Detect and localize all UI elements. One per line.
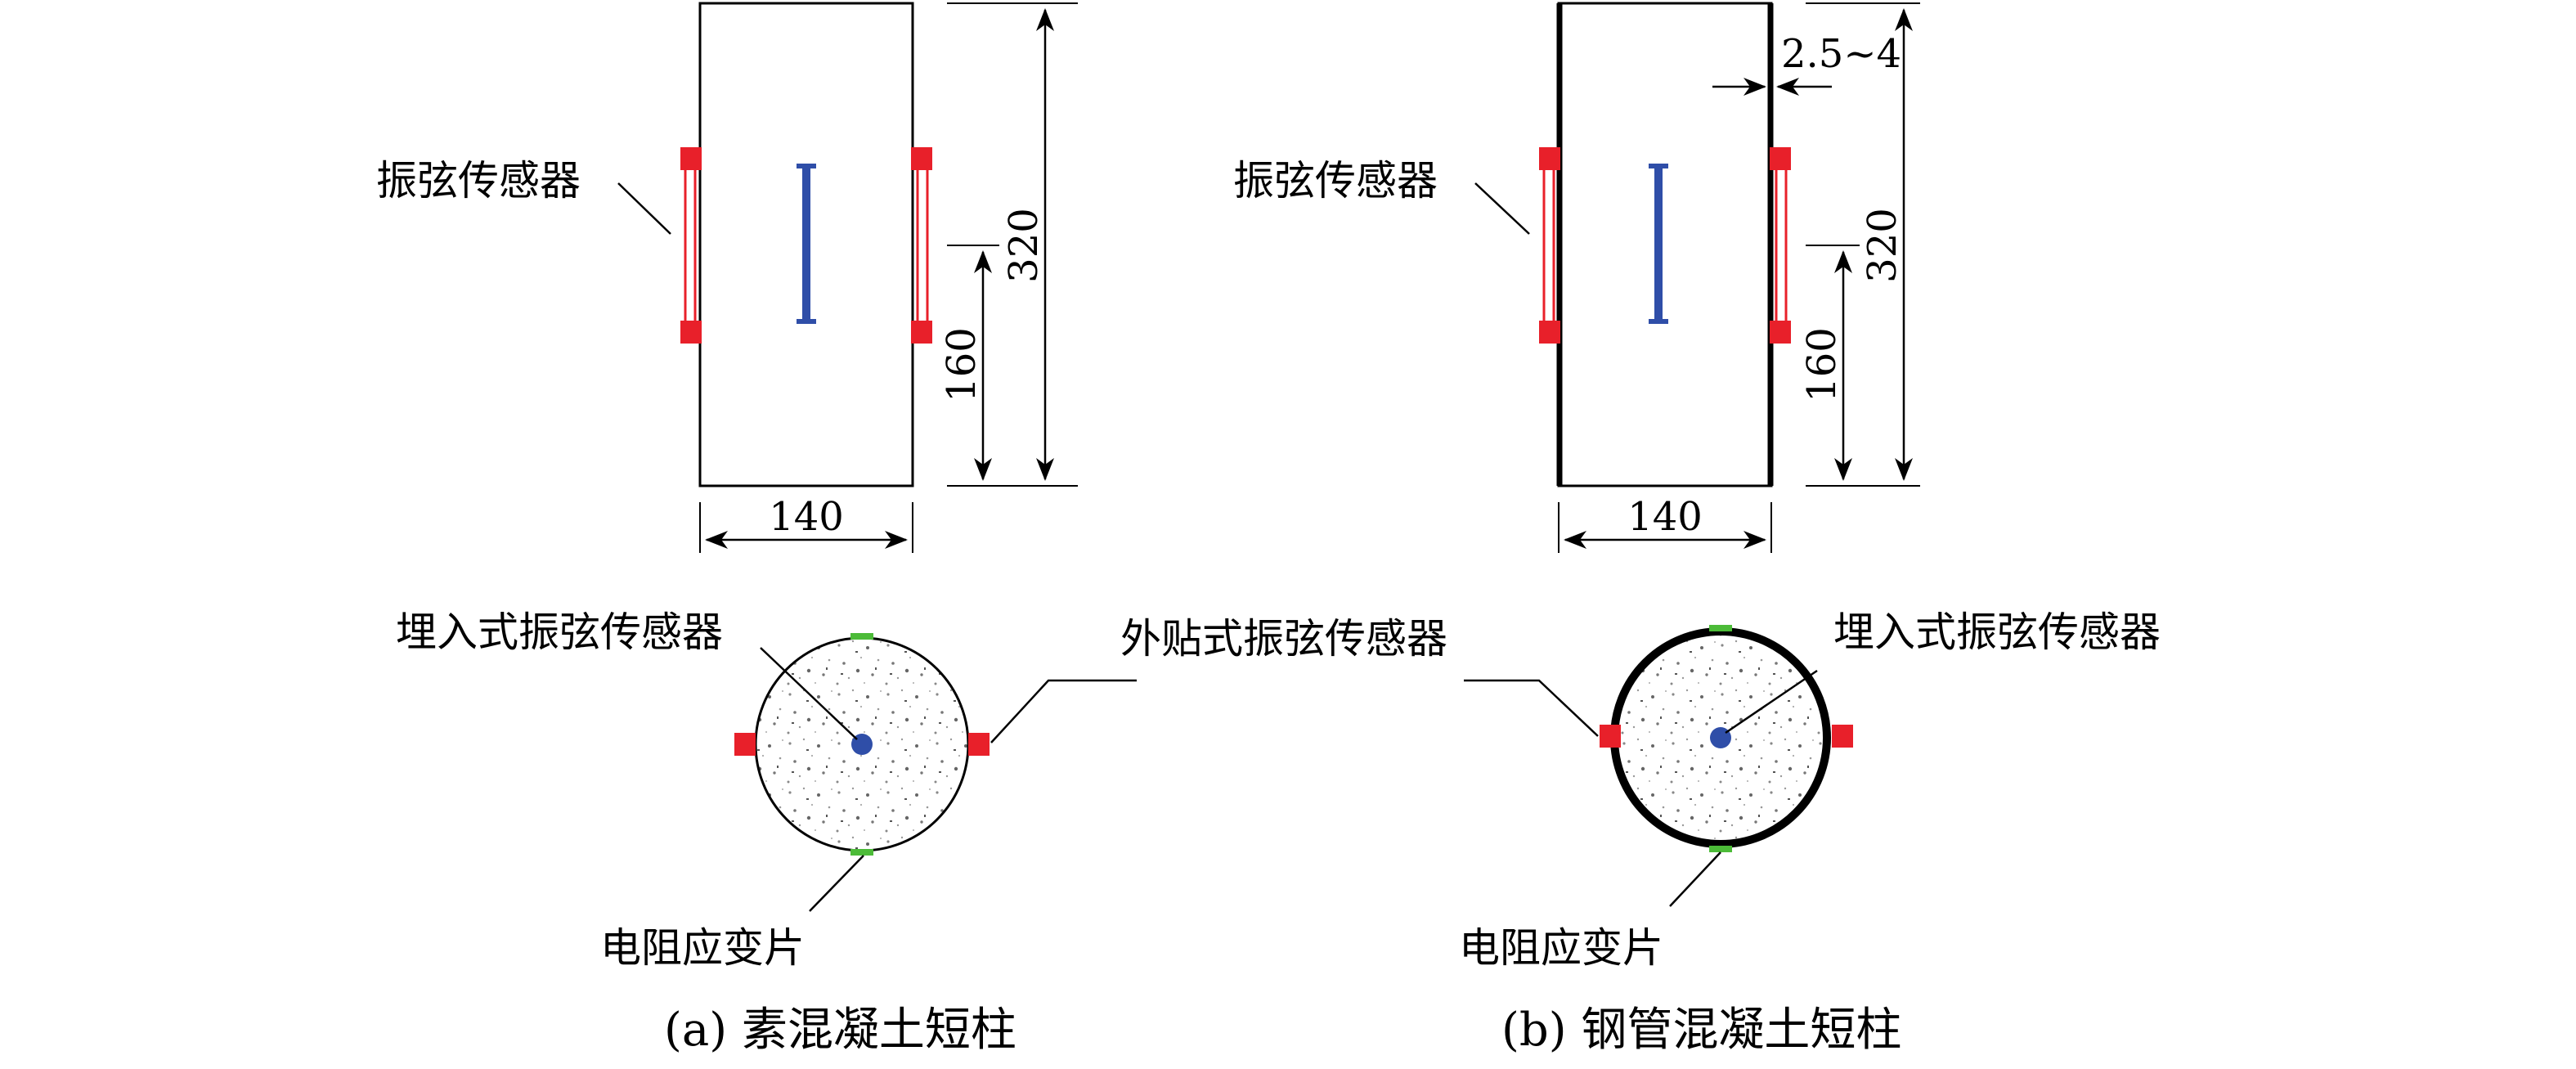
- right-vibrating-wire-sensor: [911, 147, 932, 344]
- height-dimensions-b: 320 160: [1799, 2, 1920, 487]
- label-vibrating-wire-sensor-a: 振弦传感器: [376, 157, 581, 204]
- label-vibrating-wire-sensor-b: 振弦传感器: [1233, 157, 1438, 204]
- dim-width-a: 140: [769, 494, 844, 540]
- left-vibrating-wire-sensor: [680, 147, 702, 344]
- embedded-sensor-elevation: [797, 164, 816, 324]
- label-embedded-sensor-a: 埋入式振弦传感器: [396, 609, 723, 656]
- strain-gauge-top-b: [1709, 625, 1732, 631]
- strain-gauge-bottom-a: [850, 849, 873, 856]
- strain-gauge-bottom-b: [1709, 846, 1732, 852]
- right-vibrating-wire-sensor-b: [1770, 147, 1791, 344]
- dim-wall-thickness: 2.5~4: [1781, 31, 1901, 77]
- plain-column-outline: [698, 2, 914, 487]
- label-embedded-sensor-b: 埋入式振弦传感器: [1833, 609, 2161, 656]
- wall-thickness-dimension: 2.5~4: [1712, 31, 1901, 96]
- width-dimension-a: 140: [699, 494, 913, 553]
- embedded-sensor-elevation-b: [1649, 164, 1668, 324]
- caption-b: (b) 钢管混凝土短柱: [1501, 1004, 1901, 1057]
- external-sensor-left-b: [1600, 725, 1621, 748]
- external-sensor-shared-label: 外贴式振弦传感器: [990, 615, 1599, 743]
- external-sensor-right-b: [1832, 725, 1853, 748]
- external-sensor-left-a: [734, 733, 756, 756]
- width-dimension-b: 140: [1558, 494, 1772, 553]
- dim-height-a: 320: [1001, 208, 1047, 283]
- strain-gauge-top-a: [850, 633, 873, 640]
- panel-b-elevation: 振弦传感器 2.5~4 320 160 140: [1233, 2, 1920, 553]
- steel-tube-column-outline: [1557, 2, 1773, 487]
- caption-a: (a) 素混凝土短柱: [664, 1004, 1016, 1057]
- label-external-sensor: 外贴式振弦传感器: [1120, 615, 1447, 663]
- dim-half-height-a: 160: [939, 327, 985, 402]
- dim-height-b: 320: [1860, 208, 1905, 283]
- external-sensor-right-a: [968, 733, 990, 756]
- panel-a-cross-section: 埋入式振弦传感器 电阻应变片: [396, 609, 990, 972]
- height-dimensions-a: 320 160: [939, 2, 1078, 487]
- panel-a-elevation: 振弦传感器 320 160 140: [376, 2, 1078, 553]
- dim-width-b: 140: [1627, 494, 1703, 540]
- panel-b-cross-section: 埋入式振弦传感器 电阻应变片: [1459, 609, 2161, 972]
- left-vibrating-wire-sensor-b: [1539, 147, 1560, 344]
- dim-half-height-b: 160: [1799, 327, 1845, 402]
- label-strain-gauge-a: 电阻应变片: [600, 924, 805, 972]
- label-strain-gauge-b: 电阻应变片: [1459, 924, 1663, 972]
